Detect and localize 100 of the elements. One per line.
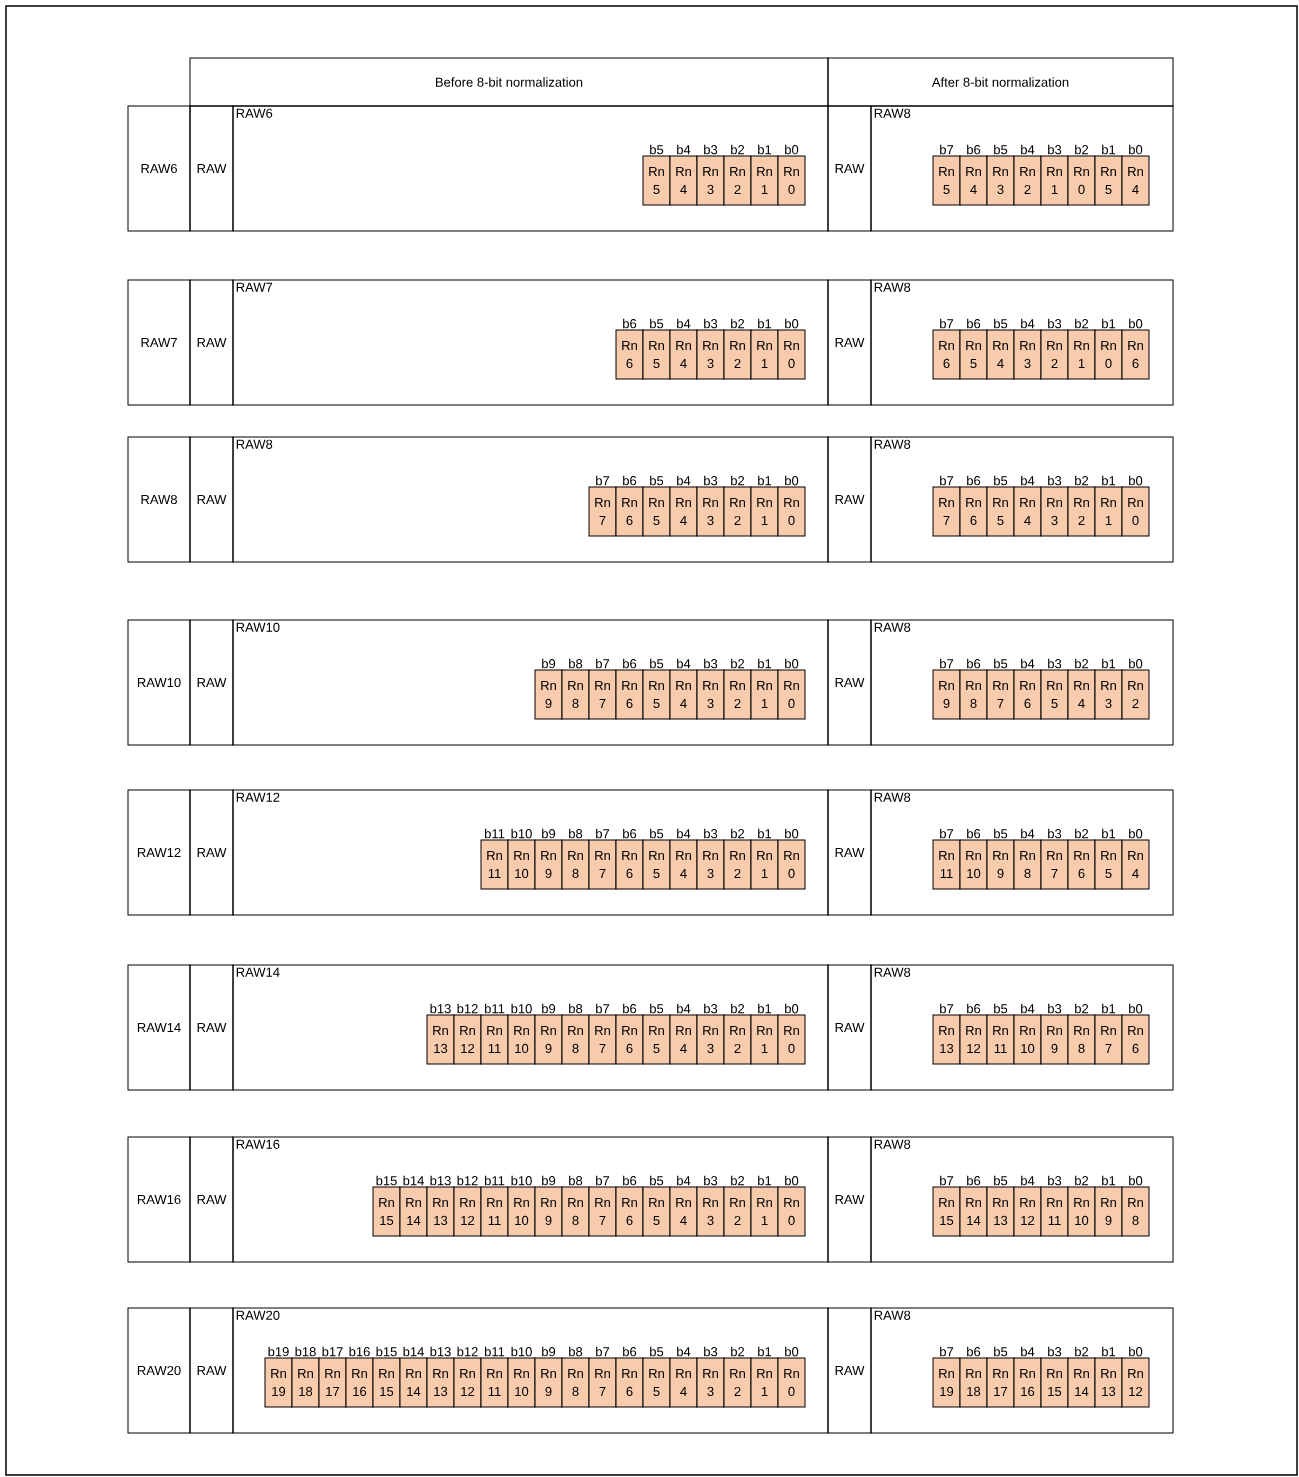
node-label: b8 [569,828,583,839]
format-cell: RAW16 [127,1136,191,1263]
node-label: b0 [1129,475,1143,486]
node-label: b3 [1048,318,1062,329]
bit-cell: Rn 2 b2 [723,828,752,890]
node-label: b3 [704,475,718,486]
bit-cell: Rn 15 b3 [1040,1346,1069,1408]
type-cell: RAW [189,105,234,232]
node-label: b5 [650,828,664,839]
bit-cell: Rn 6 b6 [615,1175,644,1237]
bit-cell: Rn 1 b1 [1094,475,1123,537]
bit-cell: Rn 7 b7 [588,1346,617,1408]
node-label: b5 [994,828,1008,839]
node-label: b6 [623,1175,637,1186]
bit-cell: Rn 4 b5 [986,318,1015,380]
node-label: b0 [1129,144,1143,155]
node-label: b5 [994,475,1008,486]
node-label: b0 [1129,658,1143,669]
bit-cell: Rn 4 b0 [1121,144,1150,206]
node-label: b8 [569,1003,583,1014]
node-label: b5 [994,1003,1008,1014]
node-label: b1 [758,658,772,669]
bit-cell: Rn 11 b11 [480,828,509,890]
node-label: b4 [1021,144,1035,155]
bit-cell: Rn 1 b1 [750,475,779,537]
node-label: b12 [457,1003,478,1014]
bit-cell: Rn 5 b5 [986,475,1015,537]
bit-cell: Rn 0 b0 [1121,475,1150,537]
node-label: b4 [677,1003,691,1014]
bit-cell: Rn 1 b1 [750,658,779,720]
bit-cell: Rn 6 b6 [615,1003,644,1065]
node-label: b1 [1102,475,1116,486]
bit-cell: Rn 1 b1 [750,1175,779,1237]
format-cell: RAW10 [127,619,191,746]
bit-cell: Rn 5 b5 [642,318,671,380]
bit-cell: Rn 3 b3 [696,828,725,890]
node-label: b5 [650,1346,664,1357]
node-label: b6 [967,658,981,669]
node-label: b5 [994,1346,1008,1357]
bit-cell: Rn 3 b3 [696,475,725,537]
node-label: b5 [994,144,1008,155]
bit-cell: Rn 5 b5 [642,1003,671,1065]
bit-cell: Rn 6 b6 [615,318,644,380]
node-label: b4 [677,475,691,486]
bit-cell: Rn 17 b17 [318,1346,347,1408]
node-label: b12 [457,1346,478,1357]
bit-cell: Rn 10 b10 [507,828,536,890]
bit-cell: Rn 2 b2 [723,1175,752,1237]
bit-cell: Rn 6 b6 [959,475,988,537]
bit-cell: Rn 3 b3 [696,1175,725,1237]
node-label: b4 [1021,1003,1035,1014]
node-label: b1 [1102,1346,1116,1357]
node-label: b19 [268,1346,289,1357]
node-label: b1 [758,144,772,155]
node-label: b4 [677,828,691,839]
node-label: b3 [1048,1346,1062,1357]
node-label: b13 [430,1175,451,1186]
node-label: b2 [731,658,745,669]
node-label: b2 [1075,144,1089,155]
bit-cell: Rn 18 b6 [959,1346,988,1408]
node-label: b4 [1021,475,1035,486]
node-label: b3 [704,1175,718,1186]
bit-cell: Rn 5 b3 [1040,658,1069,720]
bit-cell: Rn 0 b0 [777,1175,806,1237]
node-label: b12 [457,1175,478,1186]
bit-cell: Rn 15 b15 [372,1346,401,1408]
node-label: b7 [940,318,954,329]
type-cell: RAW [827,436,872,563]
bit-cell: Rn 17 b5 [986,1346,1015,1408]
bit-cell: Rn 3 b1 [1094,658,1123,720]
node-label: b7 [596,1003,610,1014]
bit-cell: Rn 10 b10 [507,1346,536,1408]
bit-cell: Rn 12 b6 [959,1003,988,1065]
node-label: b6 [623,475,637,486]
bit-cell: Rn 4 b2 [1067,658,1096,720]
bit-cell: Rn 1 b3 [1040,144,1069,206]
node-label: b1 [758,1346,772,1357]
node-label: b1 [1102,1175,1116,1186]
node-label: b6 [967,475,981,486]
type-cell: RAW [189,789,234,916]
bit-cell: Rn 5 b5 [642,828,671,890]
node-label: b16 [349,1346,370,1357]
node-label: b4 [1021,1175,1035,1186]
bit-cell: Rn 13 b13 [426,1346,455,1408]
bit-cell: Rn 13 b7 [932,1003,961,1065]
type-cell: RAW [189,1307,234,1434]
node-label: b7 [596,1175,610,1186]
bit-cell: Rn 1 b1 [750,318,779,380]
bit-cell: Rn 3 b3 [696,144,725,206]
bit-cell: Rn 14 b6 [959,1175,988,1237]
bit-cell: Rn 0 b2 [1067,144,1096,206]
bit-cell: Rn 6 b6 [615,828,644,890]
bit-cell: Rn 4 b4 [669,828,698,890]
bit-cell: Rn 7 b7 [588,658,617,720]
node-label: b4 [677,658,691,669]
node-label: b10 [511,1346,532,1357]
bit-cell: Rn 2 b2 [1067,475,1096,537]
bit-cell: Rn 12 b12 [453,1175,482,1237]
bit-cell: Rn 9 b9 [534,658,563,720]
bit-cell: Rn 11 b11 [480,1175,509,1237]
